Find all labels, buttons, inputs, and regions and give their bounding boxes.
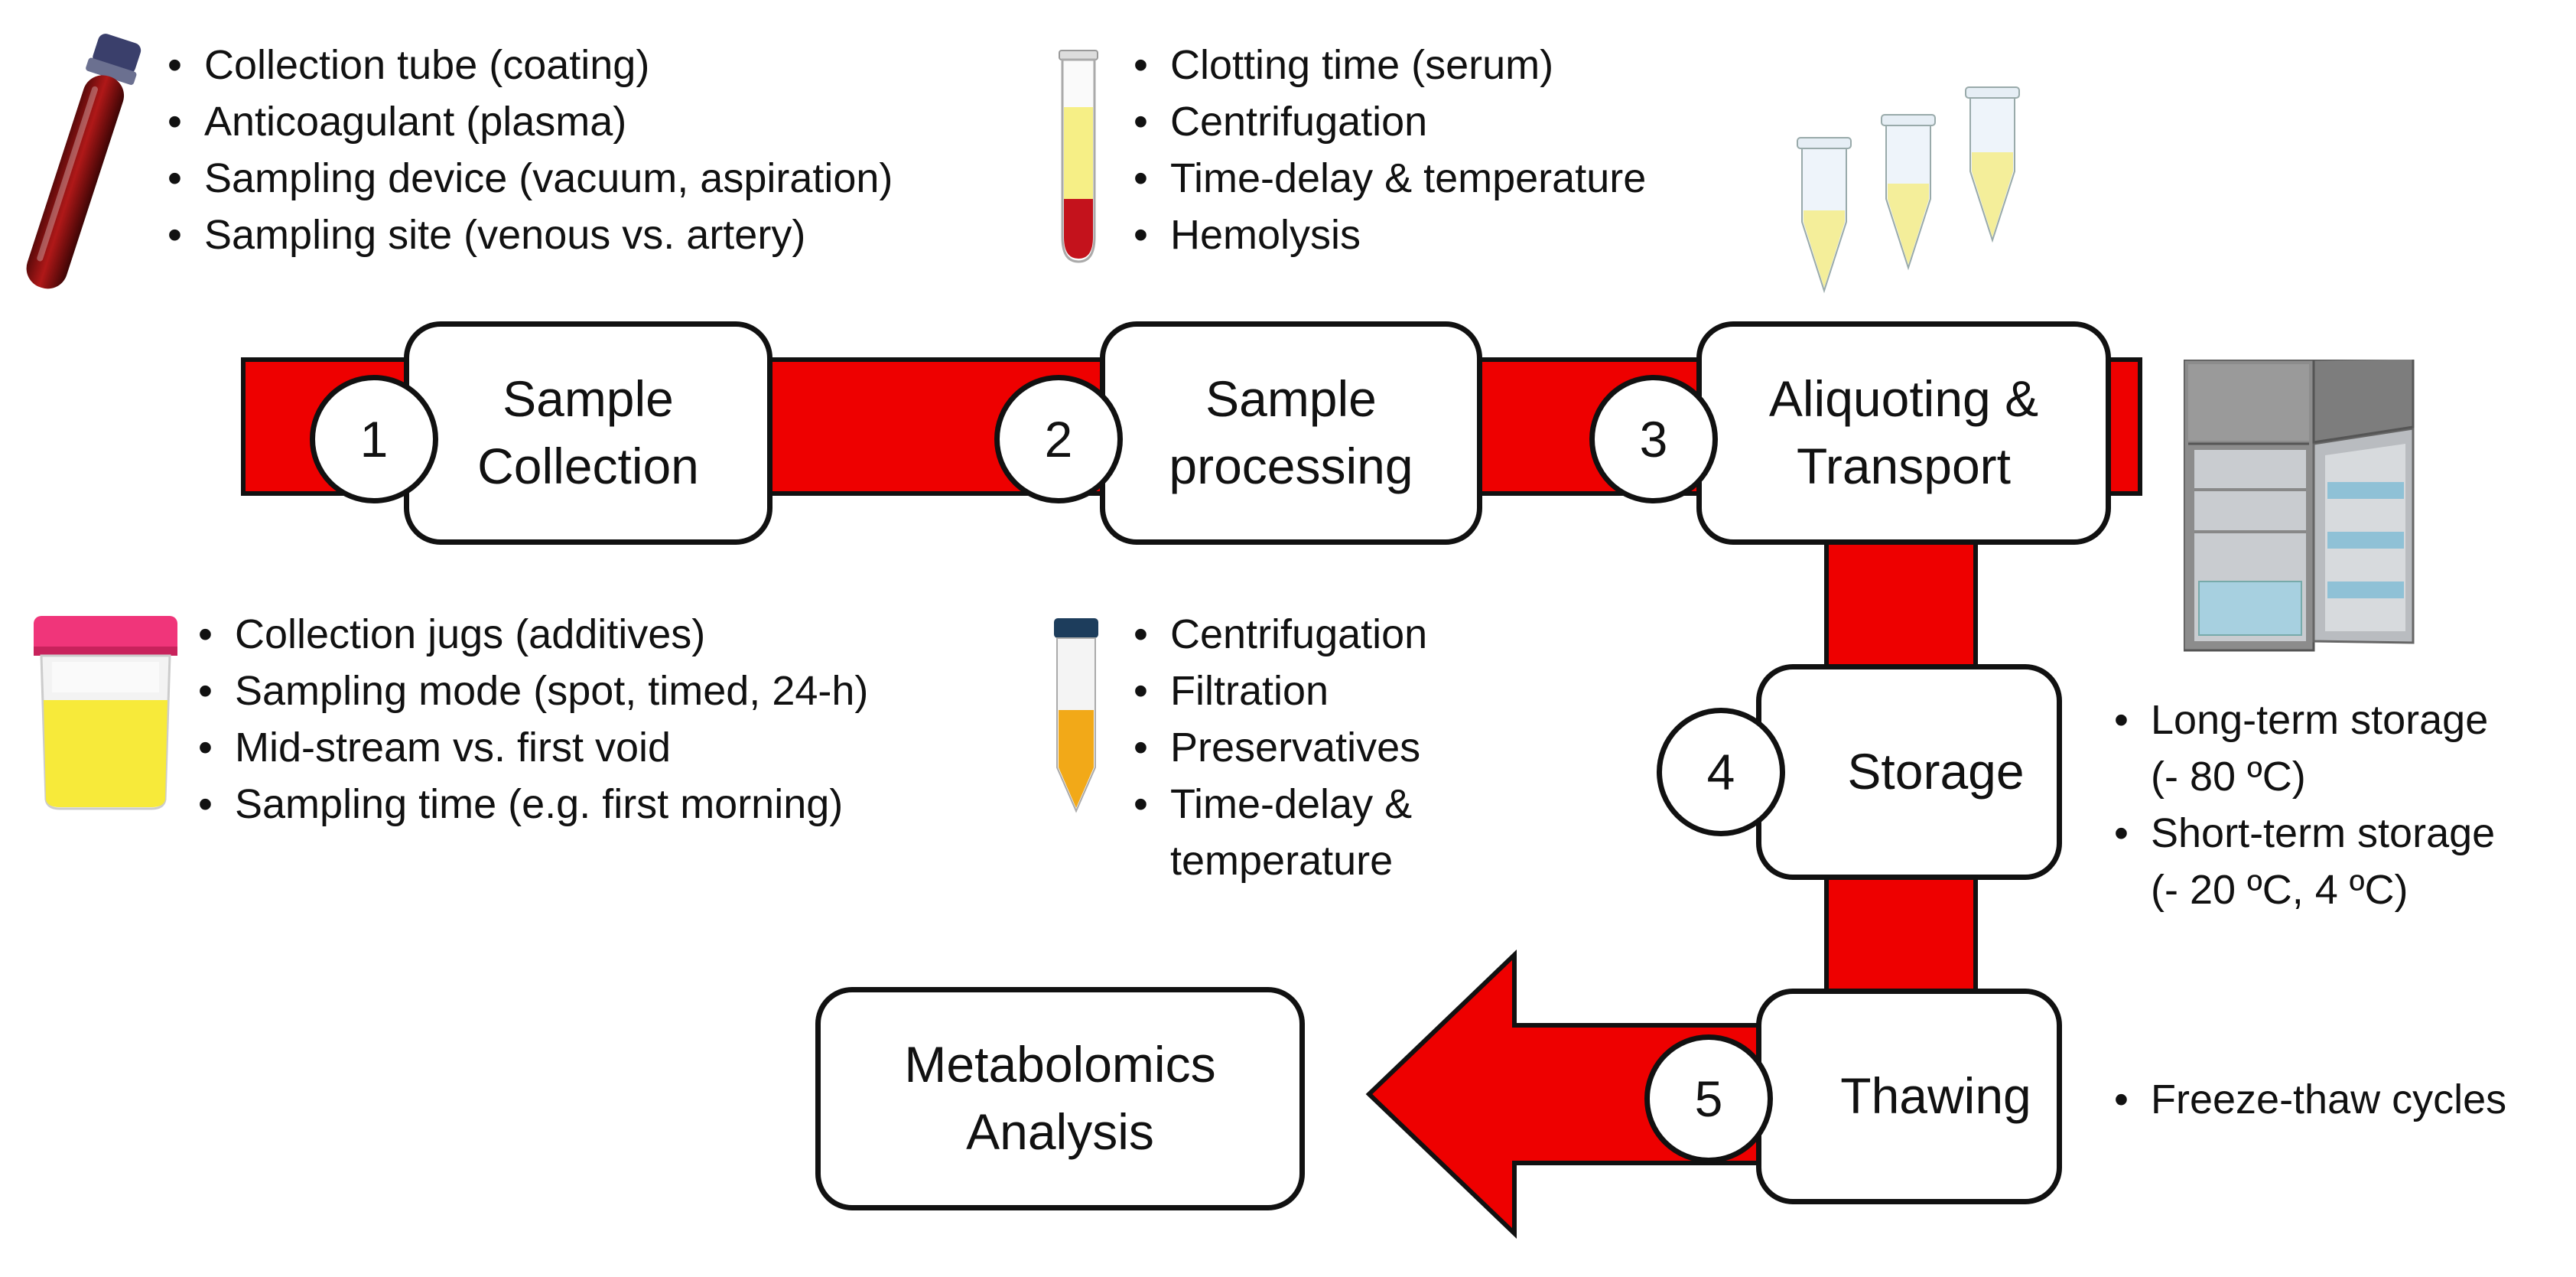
thawing-list: Freeze-thaw cycles [2111,1071,2506,1128]
list-item: Sampling site (venous vs. artery) [164,207,893,263]
final-step-box: Metabolomics Analysis [815,987,1305,1210]
list-item: Filtration [1130,663,1427,719]
step-label-2: Sample processing [1169,370,1413,494]
list-item: Long-term storage [2111,692,2495,748]
list-item: Sampling mode (spot, timed, 24-h) [195,663,868,719]
list-item: Clotting time (serum) [1130,37,1646,93]
step-label-3: Aliquoting & Transport [1768,370,2039,494]
list-item: Short-term storage [2111,805,2495,862]
step-label-1: Sample Collection [477,370,699,494]
step-box-4: Storage [1756,664,2062,880]
list-item: Centrifugation [1130,93,1646,150]
list-item: Sampling time (e.g. first morning) [195,776,868,832]
final-step-label: Metabolomics Analysis [904,1036,1216,1160]
list-item: Centrifugation [1130,606,1427,663]
step-box-3: Aliquoting & Transport [1696,321,2111,545]
step-number-3: 3 [1589,375,1718,503]
blood-collection-list: Collection tube (coating) Anticoagulant … [164,37,893,263]
step-label-5: Thawing [1840,1067,2031,1125]
list-item: Mid-stream vs. first void [195,719,868,776]
list-item: Anticoagulant (plasma) [164,93,893,150]
step-number-2: 2 [994,375,1123,503]
refrigerator-icon [2184,360,2415,652]
blood-processing-list: Clotting time (serum) Centrifugation Tim… [1130,37,1646,263]
step-label-4: Storage [1847,743,2025,800]
step-box-1: Sample Collection [404,321,772,545]
urine-cup-icon [34,616,177,810]
list-item: Sampling device (vacuum, aspiration) [164,150,893,207]
list-item: Preservatives [1130,719,1427,776]
urine-tube-icon [1054,618,1098,813]
serum-tube-icon [1059,50,1098,263]
step-number-4: 4 [1657,708,1785,836]
urine-collection-list: Collection jugs (additives) Sampling mod… [195,606,868,832]
list-item: Collection jugs (additives) [195,606,868,663]
step-number-5: 5 [1644,1034,1773,1163]
urine-processing-list: Centrifugation Filtration Preservatives … [1130,606,1427,889]
list-item: Time-delay & [1130,776,1427,832]
blood-tube-icon [26,34,141,289]
step-box-2: Sample processing [1100,321,1482,545]
step-box-5: Thawing [1756,989,2062,1204]
list-item: Freeze-thaw cycles [2111,1071,2506,1128]
list-item: (- 80 ºC) [2151,754,2306,800]
flow-arrow-to-analysis [1365,949,1777,1240]
aliquot-tubes-icon [1797,86,2020,294]
list-item: temperature [1170,838,1394,884]
list-item: (- 20 ºC, 4 ºC) [2151,867,2408,913]
list-item: Time-delay & temperature [1130,150,1646,207]
storage-list: Long-term storage (- 80 ºC) Short-term s… [2111,692,2495,918]
list-item: Hemolysis [1130,207,1646,263]
step-number-1: 1 [310,375,438,503]
list-item: Collection tube (coating) [164,37,893,93]
